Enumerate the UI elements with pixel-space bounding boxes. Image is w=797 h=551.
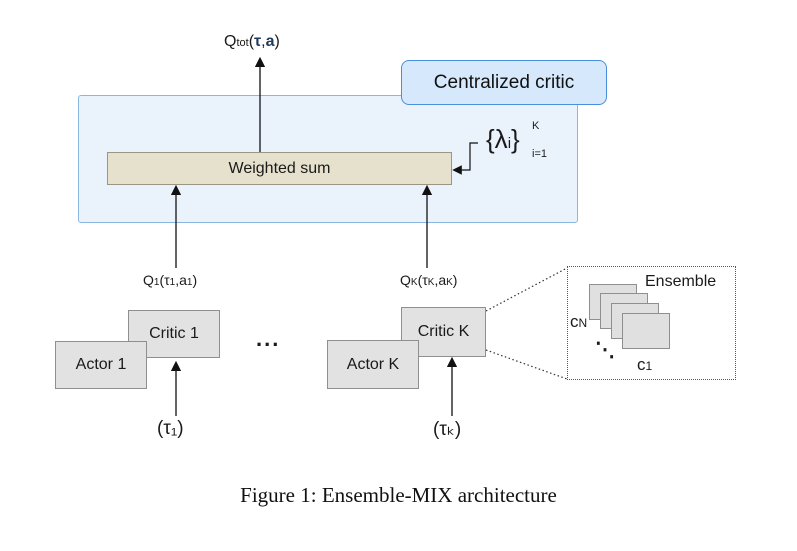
- qk-label: QK(τK,aK): [400, 272, 458, 288]
- centralized-critic-label: Centralized critic: [401, 60, 607, 105]
- actor-1-box: Actor 1: [55, 341, 147, 389]
- cn-label: cN: [570, 312, 588, 331]
- output-label: Qtot(τ,a): [224, 33, 280, 50]
- q1-label: Q1(τ1,a1): [143, 272, 198, 288]
- lambda-superscript: K: [532, 120, 540, 132]
- c1-label: c1: [637, 355, 653, 374]
- lambda-weights-label: {λi}: [486, 124, 520, 154]
- figure-caption: Figure 1: Ensemble-MIX architecture: [240, 483, 557, 507]
- zoom-line-top: [485, 267, 568, 312]
- lambda-subscript: i=1: [532, 148, 547, 160]
- tau1-input: (τ₁): [157, 418, 184, 439]
- lambda-arrow: [452, 142, 478, 175]
- weighted-sum-box: Weighted sum: [107, 152, 452, 185]
- tauk-input: (τₖ): [433, 419, 462, 440]
- ensemble-dots: ⋱: [595, 339, 615, 361]
- zoom-line-bottom: [485, 349, 568, 380]
- ensemble-label: Ensemble: [645, 273, 717, 290]
- ensemble-critic-card: [622, 313, 670, 349]
- agents-ellipsis: ...: [256, 326, 281, 351]
- actor-k-box: Actor K: [327, 340, 419, 389]
- ensemble-detail-box: [567, 266, 736, 380]
